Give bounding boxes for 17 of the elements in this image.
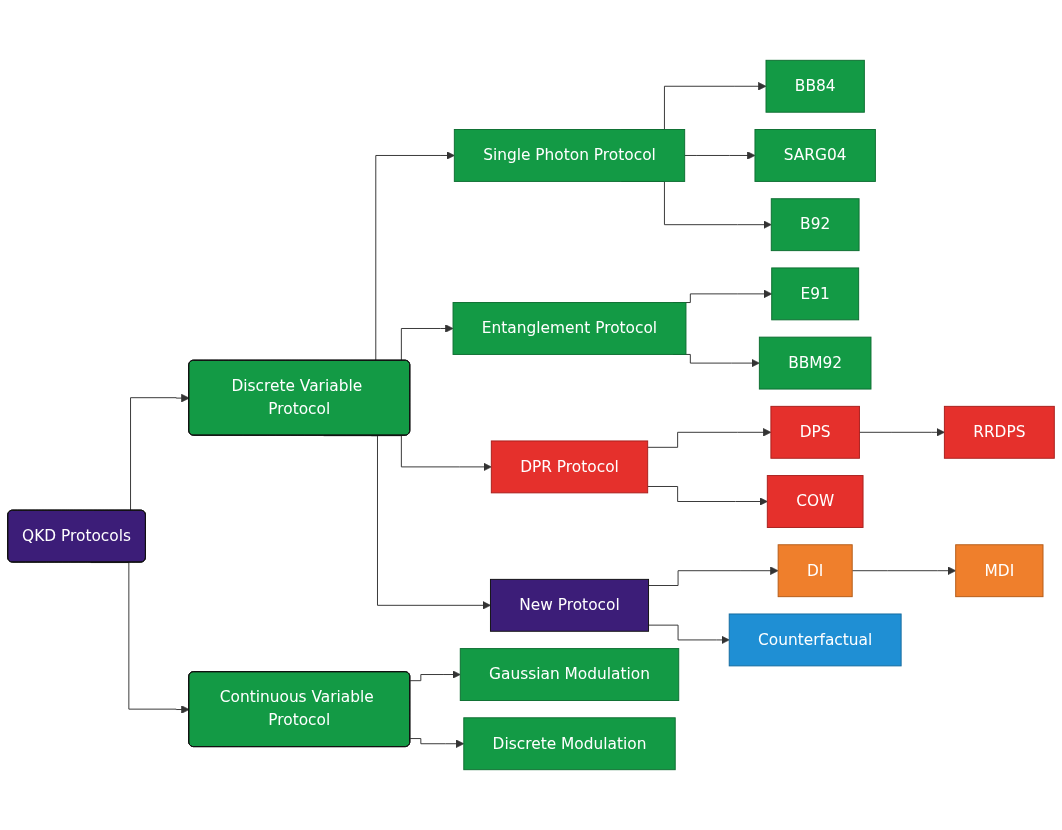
node-box: DPS: [770, 405, 860, 459]
node-box: BBM92: [758, 336, 872, 390]
node-box: DI: [777, 544, 853, 598]
node-box: New Protocol: [489, 578, 650, 632]
node-box: Counterfactual: [728, 613, 902, 667]
node-box: RRDPS: [943, 405, 1055, 459]
node-box: Discrete Modulation: [463, 717, 676, 771]
node-box: Entanglement Protocol: [452, 302, 687, 355]
node-box: SARG04: [754, 129, 876, 182]
node-box: MDI: [955, 544, 1044, 598]
node-box: Single Photon Protocol: [453, 129, 686, 182]
node-box: B92: [770, 198, 860, 252]
node-box: BB84: [765, 59, 865, 113]
node-box: COW: [766, 475, 864, 528]
node-box: DPR Protocol: [490, 440, 649, 494]
node-box: Gaussian Modulation: [459, 648, 680, 701]
node-box: E91: [771, 267, 860, 321]
